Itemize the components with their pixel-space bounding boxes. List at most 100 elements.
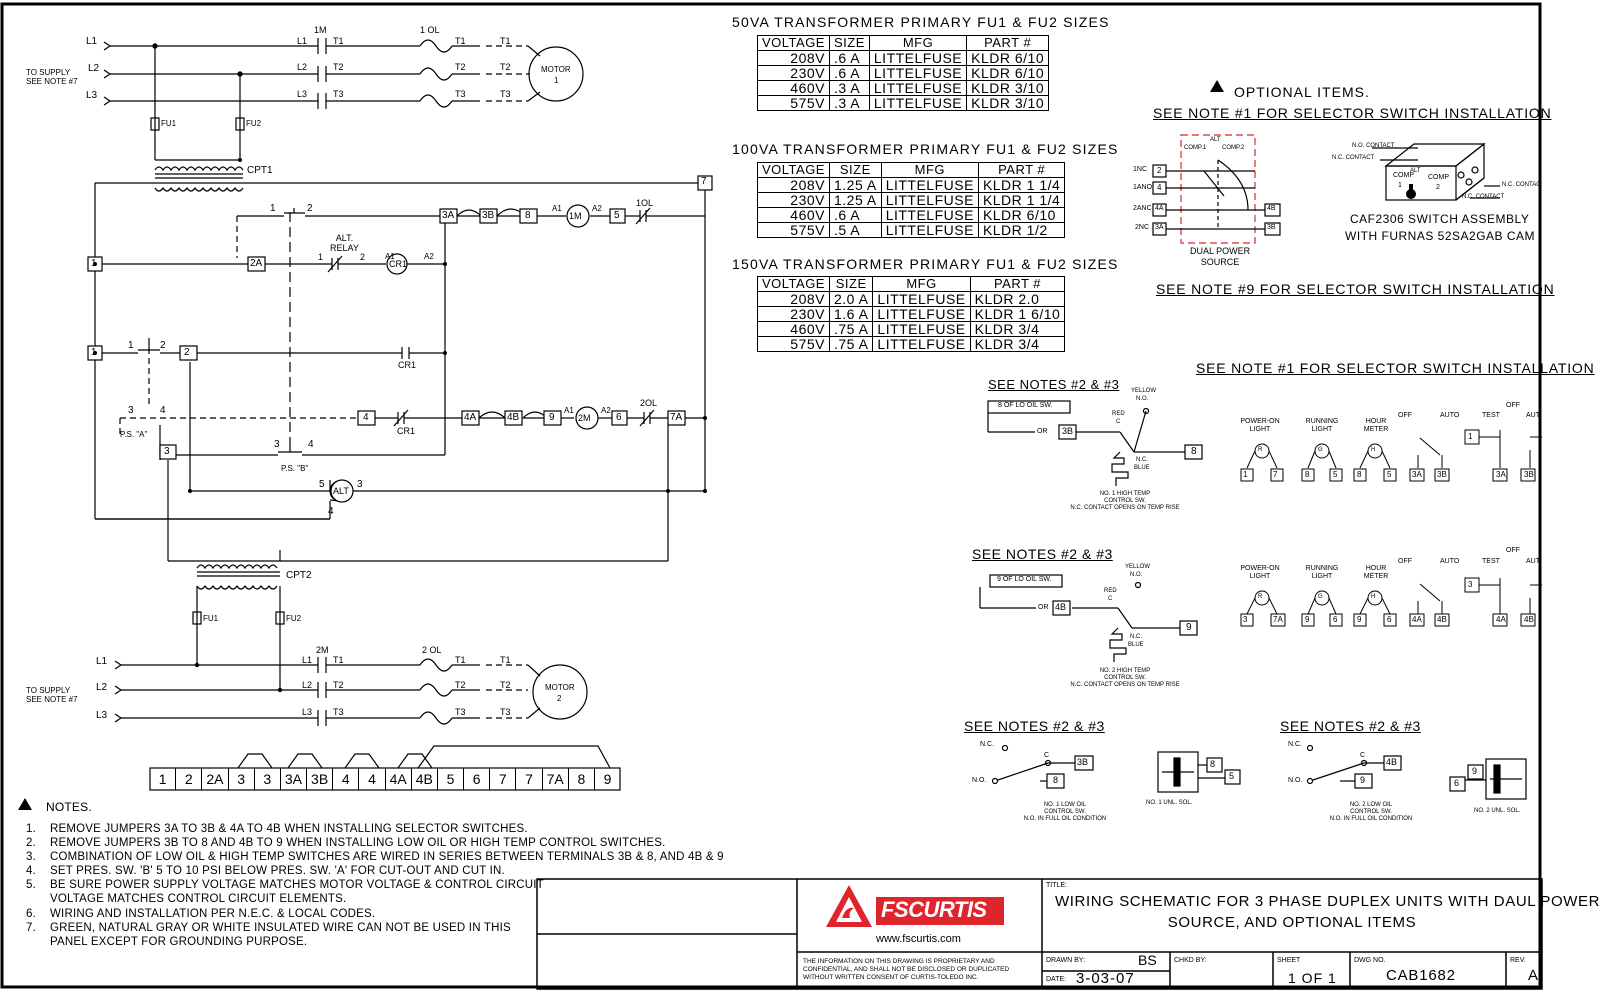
schematic-drawing bbox=[0, 2, 1543, 990]
table-header: VOLTAGE bbox=[757, 162, 830, 178]
fuse-table-title: 100VA TRANSFORMER PRIMARY FU1 & FU2 SIZE… bbox=[732, 141, 1119, 157]
line-term: L1 bbox=[297, 36, 308, 46]
terminal: 7A bbox=[543, 768, 569, 790]
table-header: PART # bbox=[966, 35, 1050, 51]
high-temp-switch-2 bbox=[979, 574, 1180, 662]
overload-label: 2 OL bbox=[422, 645, 442, 655]
revision: A bbox=[1528, 967, 1539, 984]
light-terminal: 3 bbox=[1243, 615, 1248, 624]
motor1-number: 1 bbox=[554, 76, 559, 85]
table-cell: .6 A bbox=[828, 207, 882, 223]
title-block bbox=[536, 878, 1543, 990]
table-cell: KLDR 1/2 bbox=[977, 222, 1066, 238]
switch-cam: WITH FURNAS 52SA2GAB CAM bbox=[1345, 229, 1536, 243]
terminal: 3 bbox=[229, 768, 255, 790]
table-cell: 575V bbox=[757, 95, 830, 111]
terminal: 9 bbox=[603, 771, 612, 787]
drawing-number: CAB1682 bbox=[1386, 967, 1456, 984]
table-cell: LITTELFUSE bbox=[872, 321, 971, 337]
drawing-title-line2: SOURCE, AND OPTIONAL ITEMS bbox=[1167, 914, 1417, 931]
cr1-contact: CR1 bbox=[398, 360, 417, 370]
table-cell: 460V bbox=[757, 207, 830, 223]
note-number: 1. bbox=[26, 823, 36, 835]
table-cell: KLDR 6/10 bbox=[977, 207, 1066, 223]
table-cell: KLDR 6/10 bbox=[966, 50, 1050, 66]
terminal: 4A bbox=[386, 768, 412, 790]
light-terminal: 4B bbox=[1437, 615, 1447, 624]
fuse-label: FU1 bbox=[161, 119, 177, 128]
table-cell: .3 A bbox=[828, 80, 870, 96]
terminal: 4 bbox=[359, 768, 386, 790]
table-cell: 230V bbox=[757, 192, 830, 208]
note-item: SET PRES. SW. 'B' 5 TO 10 PSI BELOW PRES… bbox=[50, 865, 505, 877]
light-terminal: 3A bbox=[1412, 470, 1422, 479]
note-item: REMOVE JUMPERS 3A TO 3B & 4A TO 4B WHEN … bbox=[50, 823, 528, 835]
indicator-lights-row1 bbox=[1246, 430, 1542, 469]
light-terminal: 5 bbox=[1387, 470, 1392, 479]
line-label: L1 bbox=[86, 36, 98, 47]
selector-switch-dual-power bbox=[1166, 134, 1265, 244]
line-term: L3 bbox=[297, 89, 308, 99]
see-note-9: SEE NOTE #9 FOR SELECTOR SWITCH INSTALLA… bbox=[1156, 281, 1555, 297]
motor2-number: 2 bbox=[557, 694, 562, 703]
table-cell: .3 A bbox=[828, 95, 870, 111]
fscurtis-logo bbox=[826, 885, 1004, 927]
table-header: MFG bbox=[868, 35, 968, 51]
light-terminal: 8 bbox=[1357, 470, 1362, 479]
table-cell: KLDR 3/4 bbox=[969, 336, 1066, 352]
table-cell: 460V bbox=[757, 80, 830, 96]
note-item: VOLTAGE MATCHES CONTROL CIRCUIT ELEMENTS… bbox=[50, 893, 347, 905]
sheet-number: 1 OF 1 bbox=[1288, 970, 1337, 986]
drawing-title-line1: WIRING SCHEMATIC FOR 3 PHASE DUPLEX UNIT… bbox=[1055, 893, 1600, 910]
line-label: L2 bbox=[88, 63, 100, 74]
table-cell: LITTELFUSE bbox=[868, 80, 968, 96]
table-cell: .6 A bbox=[828, 50, 870, 66]
table-header: VOLTAGE bbox=[757, 276, 830, 292]
fuse-label: FU2 bbox=[286, 614, 302, 623]
t-term: T2 bbox=[333, 62, 344, 72]
note-item: GREEN, NATURAL GRAY OR WHITE INSULATED W… bbox=[50, 922, 511, 934]
terminal: 3 bbox=[255, 768, 281, 790]
switch-terminal: 3B bbox=[1524, 470, 1534, 479]
table-header: PART # bbox=[977, 162, 1066, 178]
light-terminal: 6 bbox=[1333, 615, 1338, 624]
see-note-1: SEE NOTE #1 FOR SELECTOR SWITCH INSTALLA… bbox=[1153, 105, 1552, 121]
terminal: 5 bbox=[438, 768, 465, 790]
switch-terminal: 4B bbox=[1524, 615, 1534, 624]
note-number: 6. bbox=[26, 908, 36, 920]
light-terminal: 7A bbox=[1273, 615, 1283, 624]
terminal: 8 bbox=[569, 768, 595, 790]
t-term: T3 bbox=[500, 89, 511, 99]
low-oil-switch-1 bbox=[991, 744, 1225, 793]
cpt1-label: CPT1 bbox=[247, 165, 273, 176]
table-cell: LITTELFUSE bbox=[880, 222, 979, 238]
note-item: COMBINATION OF LOW OIL & HIGH TEMP SWITC… bbox=[50, 851, 724, 863]
cr1-coil: CR1 bbox=[389, 259, 408, 269]
note-item: REMOVE JUMPERS 3B TO 8 AND 4B TO 9 WHEN … bbox=[50, 837, 666, 849]
company-url[interactable]: www.fscurtis.com bbox=[876, 933, 961, 945]
t-term: T1 bbox=[455, 36, 466, 46]
note-item: PANEL EXCEPT FOR GROUNDING PURPOSE. bbox=[50, 936, 308, 948]
note-number: 7. bbox=[26, 922, 36, 934]
terminal: 3B bbox=[307, 768, 334, 790]
light-terminal: 1 bbox=[1243, 470, 1248, 479]
table-cell: 208V bbox=[757, 291, 830, 307]
motor1-power-circuit bbox=[103, 38, 584, 192]
table-header: MFG bbox=[872, 276, 971, 292]
table-cell: 208V bbox=[757, 177, 830, 193]
table-header: SIZE bbox=[828, 162, 882, 178]
table-header: MFG bbox=[880, 162, 979, 178]
terminal: 4 bbox=[333, 768, 360, 790]
note-item: BE SURE POWER SUPPLY VOLTAGE MATCHES MOT… bbox=[50, 879, 544, 891]
table-cell: .6 A bbox=[828, 65, 870, 81]
